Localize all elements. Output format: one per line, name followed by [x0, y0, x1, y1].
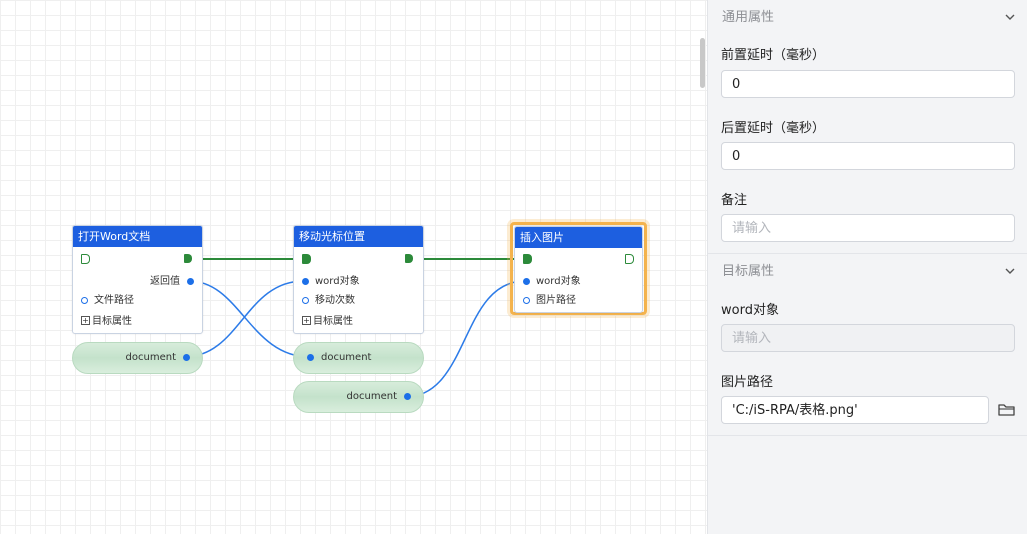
target-props-toggle[interactable]: +目标属性 [73, 313, 202, 331]
chevron-down-icon[interactable] [1004, 0, 1016, 50]
output-port[interactable] [187, 278, 194, 285]
flow-out-port[interactable] [625, 254, 634, 264]
input-port[interactable] [81, 297, 88, 304]
image-path-input[interactable]: 'C:/iS-RPA/表格.png' [721, 396, 989, 424]
pin-row-return: 返回值 [73, 273, 202, 291]
output-port[interactable] [183, 354, 190, 361]
data-connection-var3-to-insert-word-obj [404, 280, 526, 398]
target-props-toggle[interactable]: +目标属性 [294, 313, 423, 331]
flow-out-port[interactable] [405, 254, 413, 263]
pin-row-move-count: 移动次数 [294, 292, 423, 310]
toggle-label: 目标属性 [313, 316, 353, 327]
node-insert-image[interactable]: 插入图片 word对象 图片路径 [514, 226, 643, 313]
pin-label: 返回值 [150, 276, 180, 287]
pre-delay-input[interactable]: 0 [721, 70, 1015, 98]
section-header-target[interactable]: 目标属性 [708, 254, 1027, 290]
node-title: 插入图片 [515, 227, 642, 248]
variable-name: document [346, 391, 397, 402]
variable-pill[interactable]: document [293, 342, 424, 374]
section-title: 通用属性 [722, 10, 775, 25]
selection-highlight [510, 222, 647, 315]
data-connection-return-to-var2 [188, 280, 311, 358]
remark-label: 备注 [721, 193, 748, 208]
image-path-label: 图片路径 [721, 375, 774, 390]
folder-icon[interactable] [997, 400, 1017, 420]
input-port[interactable] [523, 297, 530, 304]
chevron-down-icon[interactable] [1004, 254, 1016, 304]
pin-label: 文件路径 [94, 295, 134, 306]
variable-pill[interactable]: document [293, 381, 424, 413]
pin-label: 图片路径 [536, 295, 576, 306]
pin-label: word对象 [315, 276, 360, 287]
expand-icon: + [302, 315, 311, 325]
flow-in-port[interactable] [81, 254, 90, 264]
input-port[interactable] [302, 297, 309, 304]
node-open-word[interactable]: 打开Word文档 返回值 文件路径 +目标属性 [72, 225, 203, 334]
node-title: 打开Word文档 [73, 226, 202, 247]
pin-row-word-obj: word对象 [294, 273, 423, 291]
post-delay-input[interactable]: 0 [721, 142, 1015, 170]
output-port[interactable] [404, 393, 411, 400]
input-port[interactable] [523, 278, 530, 285]
canvas-scrollbar[interactable] [700, 38, 705, 88]
variable-name: document [125, 352, 176, 363]
pin-label: 移动次数 [315, 295, 355, 306]
pre-delay-label: 前置延时（毫秒） [721, 48, 826, 63]
expand-icon: + [81, 315, 90, 325]
node-move-cursor[interactable]: 移动光标位置 word对象 移动次数 +目标属性 [293, 225, 424, 334]
properties-panel: 通用属性 前置延时（毫秒） 0 后置延时（毫秒） 0 备注 请输入 目标属性 w… [707, 0, 1027, 534]
input-port[interactable] [302, 278, 309, 285]
word-obj-input[interactable]: 请输入 [721, 324, 1015, 352]
section-title: 目标属性 [722, 264, 775, 279]
node-title: 移动光标位置 [294, 226, 423, 247]
pin-row-word-obj: word对象 [515, 273, 642, 291]
flow-in-port[interactable] [302, 254, 311, 264]
post-delay-label: 后置延时（毫秒） [721, 121, 826, 136]
flow-in-port[interactable] [523, 254, 532, 264]
remark-input[interactable]: 请输入 [721, 214, 1015, 242]
pin-row-image-path: 图片路径 [515, 292, 642, 310]
variable-pill[interactable]: document [72, 342, 203, 374]
flow-canvas[interactable]: 打开Word文档 返回值 文件路径 +目标属性 移动光标位置 word对象 移动… [0, 0, 707, 534]
section-divider [708, 435, 1027, 436]
flow-out-port[interactable] [184, 254, 192, 263]
toggle-label: 目标属性 [92, 316, 132, 327]
section-divider [708, 253, 1027, 254]
pin-label: word对象 [536, 276, 581, 287]
word-obj-label: word对象 [721, 303, 779, 318]
pin-row-file-path: 文件路径 [73, 292, 202, 310]
input-port[interactable] [307, 354, 314, 361]
section-header-general[interactable]: 通用属性 [708, 0, 1027, 36]
variable-name: document [321, 352, 372, 363]
